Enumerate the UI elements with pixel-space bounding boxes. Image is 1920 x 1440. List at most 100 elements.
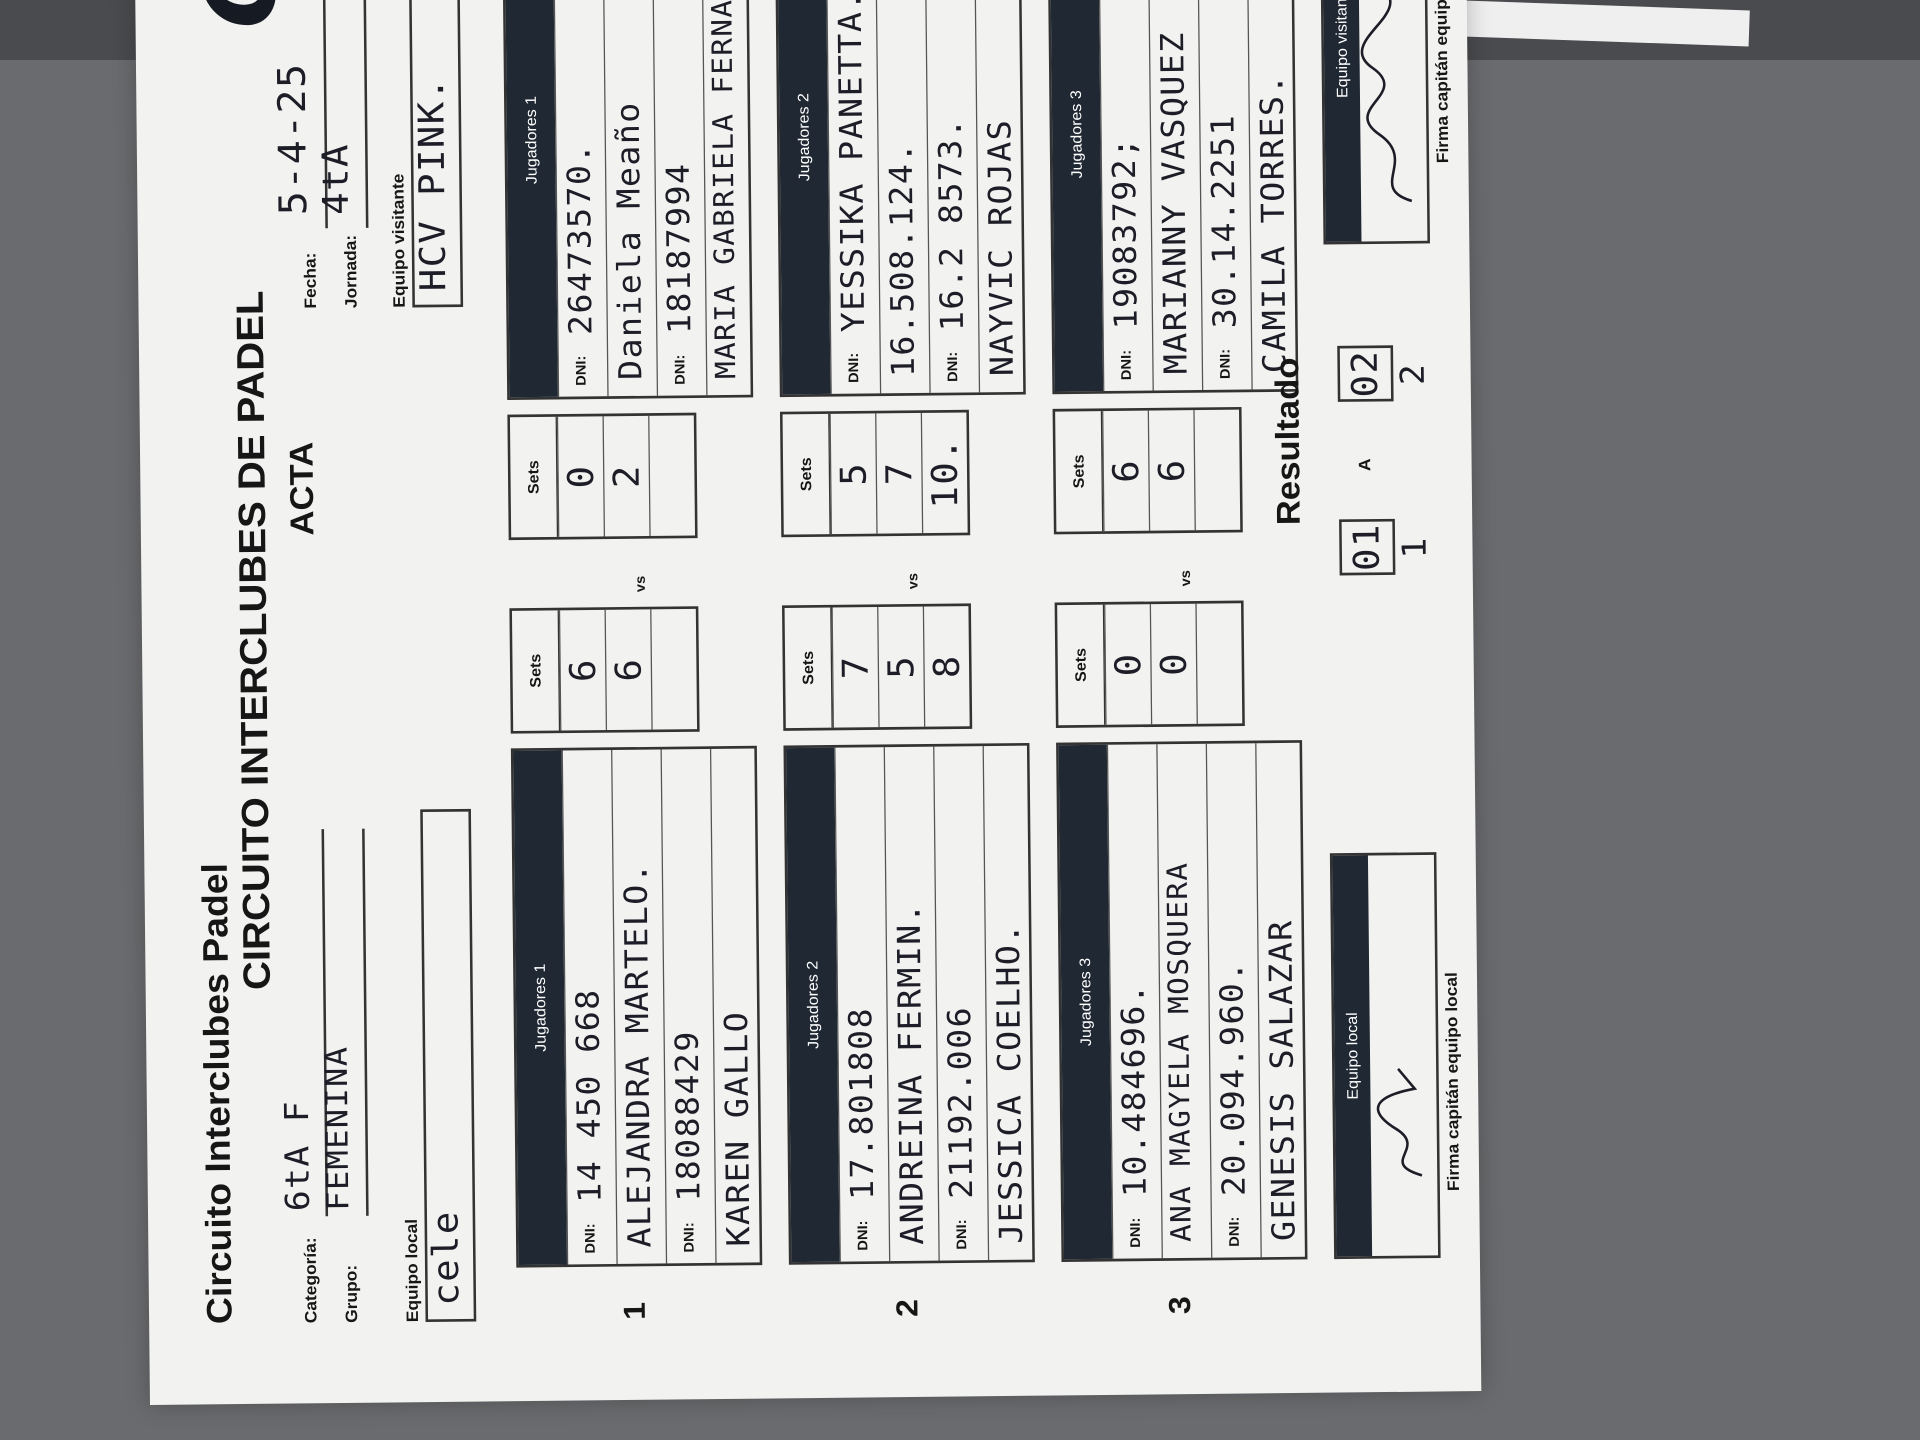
local-sets: Sets 0 0 xyxy=(1054,600,1245,728)
visitor-dni-row: DNI:YESSIKA PANETTA. xyxy=(825,0,880,394)
local-sets: Sets 7 5 8 xyxy=(782,603,973,731)
set-score: 5 xyxy=(829,413,877,535)
equipo-local-field[interactable]: cele xyxy=(420,808,477,1323)
match-1: 1 Jugadores 1 DNI:14 450 668 ALEJANDRA M… xyxy=(500,0,765,1321)
set-score xyxy=(1193,409,1241,531)
players-header: Jugadores 1 xyxy=(513,750,567,1265)
acta-sheet: Circuito Interclubes Padel CIRCUITO INTE… xyxy=(130,0,1482,1405)
dni-label: DNI: xyxy=(681,1222,698,1253)
player-dni: 20.094.960. xyxy=(1213,960,1253,1197)
dni-label: DNI: xyxy=(1218,348,1234,380)
local-name-row: ANA MAGYELA MOSQUERA xyxy=(1156,743,1212,1259)
visitor-score-box: 02 xyxy=(1337,345,1394,402)
sets-header: Sets xyxy=(782,413,831,535)
local-signature-box[interactable]: Equipo local xyxy=(1329,852,1441,1260)
visitor-score-under: 2 xyxy=(1394,362,1433,386)
equipo-local-label: Equipo local xyxy=(401,1218,422,1323)
player-dni: 19083792; xyxy=(1105,136,1145,330)
vs-label: vs xyxy=(1178,569,1194,587)
resultado-label: Resultado xyxy=(1267,357,1308,526)
jornada-field[interactable]: 4tA xyxy=(314,0,369,229)
player-name: GENESIS SALAZAR xyxy=(1262,919,1303,1242)
sets-header: Sets xyxy=(784,607,833,729)
dni-label: DNI: xyxy=(945,351,961,383)
visitor-name-row: CAMILA TORRES. xyxy=(1246,0,1301,390)
categoria-label: Categoría: xyxy=(300,1237,321,1324)
match-2: 2 Jugadores 2 DNI:17.801808 ANDREINA FER… xyxy=(773,0,1038,1318)
vs-label: vs xyxy=(905,572,922,590)
sets-header: Sets xyxy=(511,610,561,731)
local-dni-row: DNI:18088429 xyxy=(660,748,716,1264)
players-header: Jugadores 3 xyxy=(1049,0,1104,392)
local-signature-header: Equipo local xyxy=(1332,855,1373,1257)
local-name-row: ANDREINA FERMIN. xyxy=(883,746,939,1262)
players-header: Jugadores 2 xyxy=(786,747,840,1263)
sets-header: Sets xyxy=(1055,411,1104,532)
dni-label: DNI: xyxy=(573,355,590,386)
local-players-table: Jugadores 1 DNI:14 450 668 ALEJANDRA MAR… xyxy=(510,745,765,1268)
sets-header: Sets xyxy=(1057,604,1106,726)
dni-label: DNI: xyxy=(583,1223,599,1254)
visitor-name-row: 16.508.124. xyxy=(874,0,930,394)
vs-label: vs xyxy=(633,575,649,593)
fecha-label: Fecha: xyxy=(300,252,320,309)
match-number: 3 xyxy=(1163,1296,1198,1315)
equipo-visitante-label: Equipo visitante xyxy=(388,173,409,308)
visitor-players-table: Jugadores 1 DNI:26473570. Daniela Meaño … xyxy=(501,0,756,400)
dni-label: DNI: xyxy=(1227,1216,1243,1247)
grupo-field[interactable]: FEMENINA xyxy=(319,828,369,1217)
player-dni: YESSIKA PANETTA. xyxy=(831,0,872,333)
player-dni: 26473570. xyxy=(560,142,600,336)
local-score-box: 01 xyxy=(1339,518,1396,576)
local-dni-row: DNI:14 450 668 xyxy=(561,749,617,1265)
visitor-sets: Sets 6 6 xyxy=(1052,406,1243,535)
set-score: 6 xyxy=(1102,410,1149,532)
set-score: 6 xyxy=(558,609,606,731)
local-dni-row: DNI: 10.484696. xyxy=(1106,744,1162,1259)
dni-label: DNI: xyxy=(1128,1217,1144,1248)
set-score: 6 xyxy=(604,609,652,731)
visitor-signature-header: Equipo visitante xyxy=(1321,0,1362,242)
visitor-dni-row: DNI: 26473570. xyxy=(552,0,608,397)
local-players-table: Jugadores 2 DNI:17.801808 ANDREINA FERMI… xyxy=(783,742,1038,1265)
visitor-players-table: Jugadores 3 DNI: 19083792; MARIANNY VASQU… xyxy=(1046,0,1301,395)
visitor-signature-box[interactable]: Equipo visitante xyxy=(1319,0,1430,245)
set-score: 5 xyxy=(877,606,925,728)
match-number: 1 xyxy=(618,1301,653,1320)
visitor-dni-row: DNI:30.14.2251 xyxy=(1196,0,1252,391)
doc-title: ACTA xyxy=(281,441,321,536)
local-name-row: JESSICA COELHO. xyxy=(982,745,1038,1261)
set-score: 2 xyxy=(602,415,650,537)
set-score: 8 xyxy=(922,606,970,727)
sets-header: Sets xyxy=(509,416,559,538)
visitor-sets: Sets 5 7 10. xyxy=(779,409,971,538)
visitor-dni-row: DNI:16.2 8573. xyxy=(924,0,979,393)
visitor-name-row: MARIANNY VASQUEZ xyxy=(1147,0,1203,391)
player-name: Daniela Meaño xyxy=(609,101,650,381)
a-label: A xyxy=(1354,458,1375,472)
player-name: ALEJANDRA MARTELO. xyxy=(617,861,659,1248)
set-score: 0 xyxy=(1149,603,1197,725)
firma-local-label: Firma capitán equipo local xyxy=(1441,972,1463,1192)
firma-visitante-label: Firma capitán equipo visitante xyxy=(1430,0,1452,164)
equipo-visitante-value: HCV PINK. xyxy=(409,76,455,292)
org-title: Circuito Interclubes Padel xyxy=(195,862,240,1325)
local-dni-row: DNI: 20.094.960. xyxy=(1205,743,1261,1258)
match-number: 2 xyxy=(890,1298,926,1318)
visitor-signature xyxy=(1360,0,1413,203)
dni-label: DNI: xyxy=(672,354,689,385)
local-sets: Sets 6 6 xyxy=(509,606,700,734)
player-dni: 21192.006 xyxy=(940,1005,980,1200)
player-name: JESSICA COELHO. xyxy=(989,922,1030,1244)
player-dni: 18187994 xyxy=(659,162,699,335)
player-name: MARIANNY VASQUEZ xyxy=(1153,31,1195,375)
players-header: Jugadores 2 xyxy=(776,0,831,395)
cip-logo: CIP xyxy=(172,0,301,30)
set-score: 7 xyxy=(875,412,923,534)
set-score xyxy=(650,608,698,730)
main-title: CIRCUITO INTERCLUBES DE PADEL xyxy=(229,290,279,991)
local-dni-row: DNI:21192.006 xyxy=(933,746,988,1261)
equipo-visitante-field[interactable]: HCV PINK. xyxy=(405,0,464,308)
player-name: NAYVIC ROJAS xyxy=(981,118,1021,377)
player-dni: 10.484696. xyxy=(1114,982,1154,1198)
